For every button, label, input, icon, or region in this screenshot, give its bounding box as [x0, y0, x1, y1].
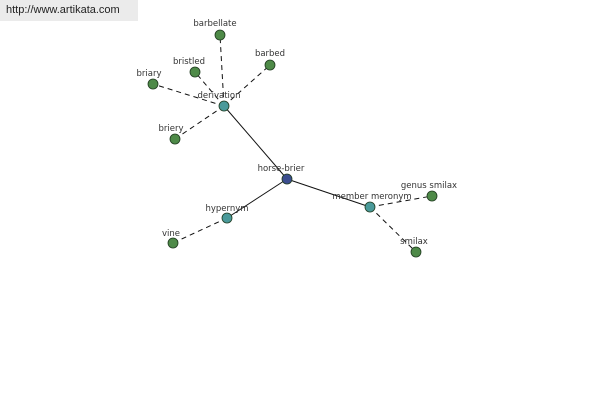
edge-derivation-to-briery — [174, 105, 225, 140]
node-barbellate[interactable]: barbellate — [193, 19, 237, 41]
node-dot-hypernym[interactable] — [221, 212, 233, 224]
node-member-meronym[interactable]: member meronym — [332, 192, 412, 213]
edge-member-meronym-to-smilax — [369, 206, 417, 253]
node-dot-derivation[interactable] — [218, 100, 230, 112]
node-label-barbellate: barbellate — [193, 19, 236, 29]
edge-derivation-to-briary — [152, 83, 225, 107]
node-derivation[interactable]: derivation — [197, 91, 241, 112]
node-label-hypernym: hypernym — [205, 204, 248, 214]
edge-derivation-to-bristled — [194, 71, 225, 107]
edge-horse-brier-to-hypernym — [226, 178, 288, 219]
watermark-url: http://www.artikata.com — [0, 0, 138, 21]
node-dot-barbed[interactable] — [264, 59, 276, 71]
edge-horse-brier-to-member-meronym — [286, 178, 371, 208]
edges-layer — [152, 34, 433, 253]
node-dot-briery[interactable] — [169, 133, 181, 145]
node-dot-bristled[interactable] — [189, 66, 201, 78]
node-dot-horse-brier[interactable] — [281, 173, 293, 185]
node-label-barbed: barbed — [255, 49, 285, 59]
edge-derivation-to-barbellate — [219, 34, 225, 107]
node-hypernym[interactable]: hypernym — [205, 204, 249, 224]
node-label-horse-brier: horse-brier — [258, 164, 305, 174]
node-label-derivation: derivation — [197, 91, 240, 101]
edge-hypernym-to-vine — [172, 217, 228, 244]
node-bristled[interactable]: bristled — [173, 57, 205, 78]
node-label-bristled: bristled — [173, 57, 205, 67]
node-dot-briary[interactable] — [147, 78, 159, 90]
node-vine[interactable]: vine — [162, 229, 180, 249]
node-label-briary: briary — [137, 69, 162, 79]
node-horse-brier[interactable]: horse-brier — [258, 164, 305, 185]
node-label-briery: briery — [158, 124, 183, 134]
node-smilax[interactable]: smilax — [400, 237, 428, 258]
node-barbed[interactable]: barbed — [255, 49, 285, 71]
node-dot-genus-smilax[interactable] — [426, 190, 438, 202]
node-genus-smilax[interactable]: genus smilax — [401, 181, 457, 202]
node-dot-barbellate[interactable] — [214, 29, 226, 41]
node-briary[interactable]: briary — [137, 69, 162, 90]
node-label-member-meronym: member meronym — [332, 192, 411, 202]
node-dot-vine[interactable] — [167, 237, 179, 249]
node-briery[interactable]: briery — [158, 124, 184, 145]
edge-derivation-to-barbed — [223, 64, 271, 107]
node-dot-member-meronym[interactable] — [364, 201, 376, 213]
node-label-smilax: smilax — [400, 237, 428, 247]
edge-member-meronym-to-genus-smilax — [369, 195, 433, 208]
node-label-vine: vine — [162, 229, 180, 239]
nodes-layer: horse-brier derivation hypernym member mero… — [137, 19, 457, 258]
node-dot-smilax[interactable] — [410, 246, 422, 258]
edge-horse-brier-to-derivation — [223, 105, 288, 180]
node-label-genus-smilax: genus smilax — [401, 181, 457, 191]
